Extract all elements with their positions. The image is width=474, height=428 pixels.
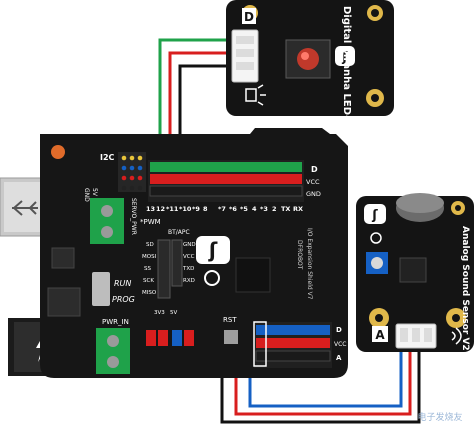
rst-button[interactable] [224,330,238,344]
sound-sensor-module: ʃ A Analog Sound Sensor V2 [356,193,474,352]
gnd-label-side: GND [83,188,90,202]
row-label-d-bottom: D [336,326,342,334]
pin-label: RX [293,205,303,213]
v3v3-label: 3V3 [154,310,165,316]
light-bulb-icon [245,84,266,106]
dfrobot-logo-icon [335,46,355,66]
pin-label: *7 [218,205,226,213]
sound-port-label: A [375,328,385,342]
svg-text:ʃ: ʃ [208,238,218,262]
row-label-d: D [311,165,318,174]
pin-label: *6 [229,205,237,213]
led-port-label: D [244,10,254,24]
usb-icon [12,200,38,216]
brand-label: DFROBOT [296,240,303,270]
spi-header [157,239,171,299]
analog-header [253,321,332,368]
pin-label: *9 [192,205,200,213]
servo-pwr-label: SERVO_PWR [130,198,137,235]
svg-text:ʃ: ʃ [341,50,348,65]
regulator [51,247,75,269]
svg-text:GND: GND [183,242,196,248]
apc-labels: GND VCC TXD RXD [182,242,196,284]
v5-label-side: 5V [91,188,98,197]
pwr-in-terminal [96,328,130,374]
pin-label: *10 [179,205,192,213]
svg-text:SS: SS [144,266,151,272]
pin-labels-top: 13 12 *11 *10 *9 8 *7 *6 *5 4 *3 2 TX RX [146,205,303,213]
svg-text:VCC: VCC [183,254,195,260]
servo-power-terminal [90,198,124,244]
reset-button-top [51,145,65,159]
pin-label: TX [281,205,290,213]
svg-text:MOSI: MOSI [142,254,157,260]
dfrobot-board-logo-icon [196,236,230,264]
pin-label: 13 [146,205,155,213]
row-label-vcc: VCC [306,178,320,186]
sound-icon [370,232,382,244]
led-module-title: Digital piranha LED-R [341,6,352,127]
rst-label: RST [223,316,237,324]
io-expansion-board: I2C D VCC GND 13 12 *11 *10 *9 8 *7 *6 *… [40,128,348,378]
regulator-large [47,287,81,317]
shield-name-label: I/O Expansion Shield V7 [306,228,313,300]
sound-port-badge [372,326,388,342]
prog-label: PROG [112,295,135,304]
ear-icon [451,327,462,345]
pin-label: 2 [272,205,277,213]
pin-label: 12 [156,205,165,213]
amp-chip [399,257,427,283]
run-prog-switch[interactable] [92,272,110,306]
row-label-gnd: GND [306,190,321,198]
digital-header [148,160,304,202]
spi-labels: SD MOSI SS SCK MISO [142,242,157,296]
svg-text:SCK: SCK [143,278,154,284]
pwr-in-label: PWR_IN [102,318,129,326]
pin-label: *3 [260,205,268,213]
chip [235,257,271,293]
i2c-label: I2C [100,153,115,162]
pin-label: *5 [240,205,248,213]
sound-module-title: Analog Sound Sensor V2 [460,226,470,351]
i2c-header [118,152,146,192]
red-led-icon [297,48,319,70]
row-label-a-bottom: A [336,354,342,362]
power-jumpers [146,330,194,346]
svg-text:ʃ: ʃ [371,208,378,223]
row-label-vcc-bottom: VCC [334,341,346,348]
bt-apc-label: BT/APC [168,229,190,236]
led-module: D ʃ Digital piranha LED-R [226,0,394,127]
pwm-label: *PWM [140,218,161,226]
svg-text:SD: SD [146,242,154,248]
svg-text:RXD: RXD [183,278,195,284]
pin-label: 4 [252,205,257,213]
pin-label: *11 [166,205,179,213]
svg-text:TXD: TXD [182,266,194,272]
run-label: RUN [114,279,131,288]
dfrobot-logo-icon [364,204,386,224]
v5v-label: 5V [170,310,177,316]
led-port-badge [242,8,256,24]
pin-label: 8 [203,205,208,213]
watermark: 电子发烧友 [417,411,462,423]
gear-icon [204,270,220,286]
svg-text:MISO: MISO [142,290,157,296]
